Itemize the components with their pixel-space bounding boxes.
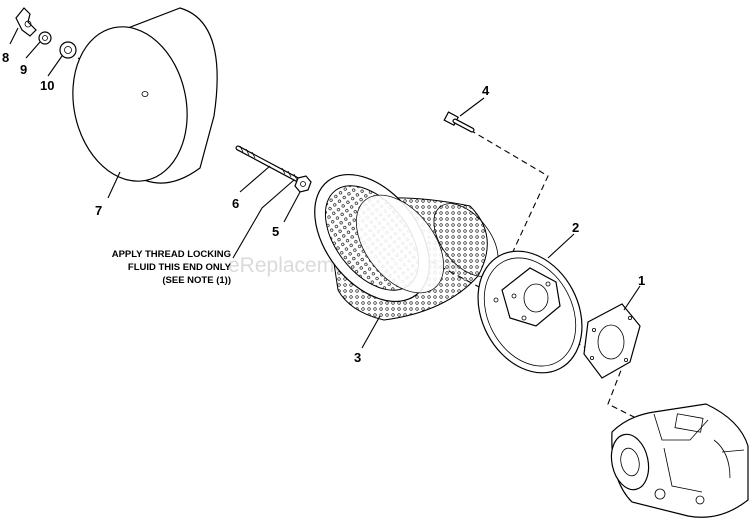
part-8-wing-nut [15, 7, 37, 37]
part-9-washer [38, 31, 52, 45]
thread-locking-note: APPLY THREAD LOCKING FLUID THIS END ONLY… [112, 249, 232, 286]
part-10-seal [59, 41, 77, 59]
note-line-3: (SEE NOTE (1)) [162, 275, 231, 286]
callout-4: 4 [482, 83, 490, 98]
note-line-2: FLUID THIS END ONLY [128, 262, 232, 273]
part-5-nut [294, 175, 312, 193]
part-7-precleaner [72, 7, 218, 184]
part-6-stud [235, 145, 301, 183]
part-2-back-plate [477, 250, 583, 374]
leader-lines [9, 27, 641, 349]
part-3-filter-element [314, 173, 499, 321]
callout-6: 6 [232, 196, 239, 211]
carburetor-body [610, 403, 749, 518]
callout-7: 7 [95, 203, 102, 218]
note-line-1: APPLY THREAD LOCKING [112, 249, 231, 260]
callout-8: 8 [2, 50, 9, 65]
callout-10: 10 [40, 78, 54, 93]
callout-9: 9 [20, 62, 27, 77]
part-4-bolt [443, 111, 475, 133]
callout-1: 1 [638, 273, 645, 288]
callout-3: 3 [354, 350, 361, 365]
callout-5: 5 [272, 224, 279, 239]
part-1-gasket [583, 303, 641, 379]
callout-2: 2 [572, 220, 579, 235]
